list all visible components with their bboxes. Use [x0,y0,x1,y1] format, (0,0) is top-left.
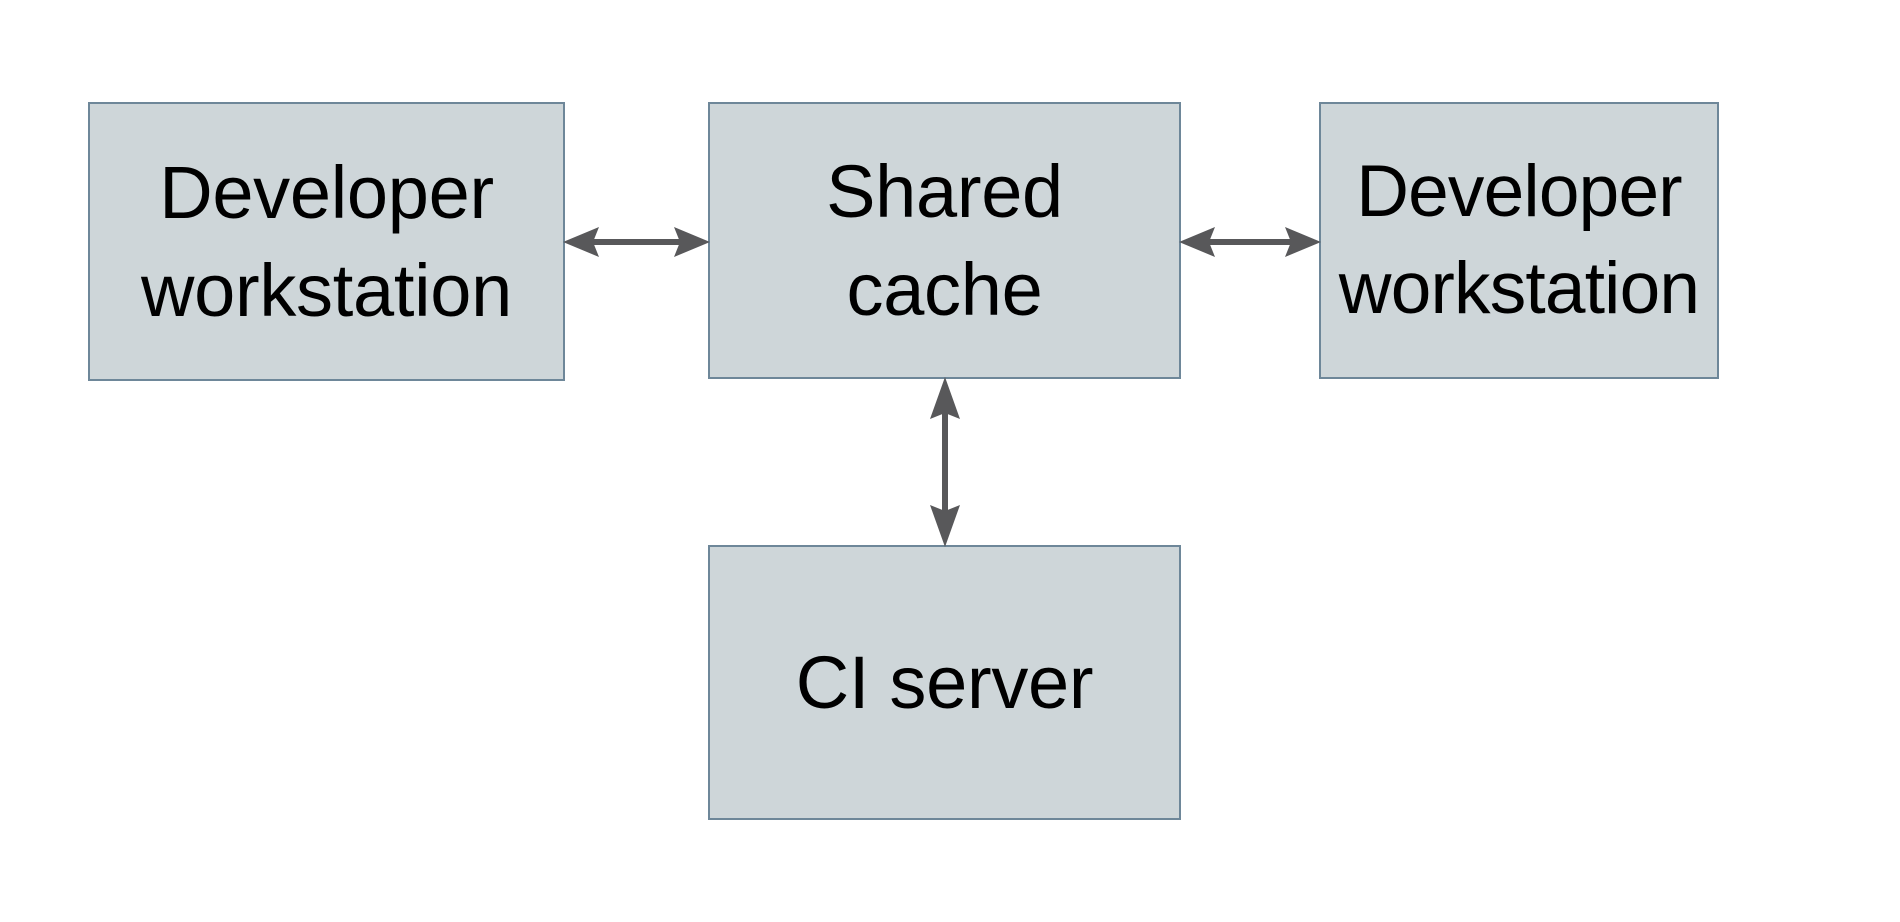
node-label-developer-workstation-right: Developer workstation [1338,151,1700,329]
node-label-shared-cache: Shared cache [826,149,1063,331]
node-shared-cache[interactable]: Shared cache [708,102,1181,379]
node-label-ci-server: CI server [795,640,1094,724]
double-arrow-icon [563,227,710,257]
connector-shared-cache-to-dev-right[interactable] [1179,206,1321,278]
double-arrow-icon [930,377,960,547]
double-arrow-icon [1179,227,1321,257]
connector-dev-left-to-shared-cache[interactable] [563,206,710,278]
connector-shared-cache-to-ci-server[interactable] [909,377,981,547]
node-developer-workstation-right[interactable]: Developer workstation [1319,102,1719,379]
node-developer-workstation-left[interactable]: Developer workstation [88,102,565,381]
node-label-developer-workstation-left: Developer workstation [141,150,512,332]
node-ci-server[interactable]: CI server [708,545,1181,820]
